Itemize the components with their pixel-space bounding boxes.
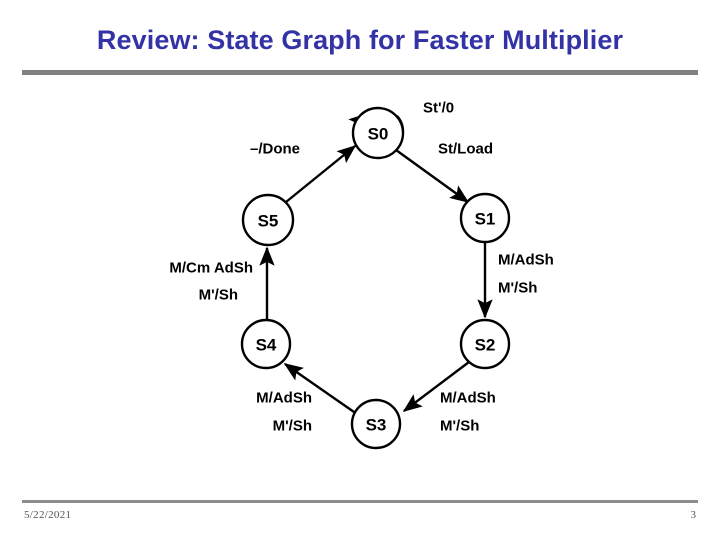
state-node-s4[interactable]: S4 [240,318,292,370]
transition-s5-to-s0 [285,145,357,203]
state-circle-s3[interactable] [350,398,402,450]
state-node-s0[interactable]: S0 [351,106,405,160]
transition-label-s2-to-s3-line1: M/AdSh [440,390,496,407]
state-label-s1: S1 [475,210,496,229]
title-divider [22,70,698,75]
state-label-s5: S5 [258,212,279,231]
state-circle-s5[interactable] [241,193,295,247]
title-block: Review: State Graph for Faster Multiplie… [0,25,720,56]
transition-label-s3-to-s4-line2: M'/Sh [273,418,312,435]
state-label-s2: S2 [475,336,496,355]
transition-label-s4-to-s5-line2: M'/Sh [199,287,238,304]
state-node-s3[interactable]: S3 [350,398,402,450]
state-node-s1[interactable]: S1 [459,192,511,244]
state-circle-s1[interactable] [459,192,511,244]
transition-label-s5-to-s0: –/Done [250,141,300,158]
transition-s2-to-s3-arrow [402,361,470,412]
transition-s0-to-s1-arrow [395,149,470,203]
transition-s0-to-s1 [395,149,470,203]
transition-label-s0-to-s1: St/Load [438,141,493,158]
transition-label-s3-to-s4-line1: M/AdSh [256,390,312,407]
footer-page-number: 3 [690,509,697,521]
state-label-s3: S3 [366,416,387,435]
state-circle-s4[interactable] [240,318,292,370]
transition-label-s1-to-s2-line1: M/AdSh [498,252,554,269]
footer-date: 5/22/2021 [24,509,72,521]
state-node-s5[interactable]: S5 [241,193,295,247]
transition-label-s2-to-s3-line2: M'/Sh [440,418,479,435]
transition-s3-to-s4 [283,363,355,413]
state-label-s4: S4 [256,336,277,355]
transition-label-s4-to-s5-line1: M/Cm AdSh [169,260,253,277]
transition-s3-to-s4-arrow [283,363,355,413]
state-label-s0: S0 [368,125,389,144]
state-graph-diagram: S0 S1 S2 S3 S4 S5 S [0,78,720,478]
transition-s2-to-s3 [402,361,470,412]
footer-divider [22,500,698,503]
state-circle-s0[interactable] [351,106,405,160]
transition-label-s1-to-s2-line2: M'/Sh [498,280,537,297]
state-circle-s2[interactable] [459,318,511,370]
transition-s5-to-s0-arrow [285,145,357,203]
state-node-s2[interactable]: S2 [459,318,511,370]
page-title: Review: State Graph for Faster Multiplie… [96,25,624,55]
transition-label-s0-self: St'/0 [423,100,454,117]
